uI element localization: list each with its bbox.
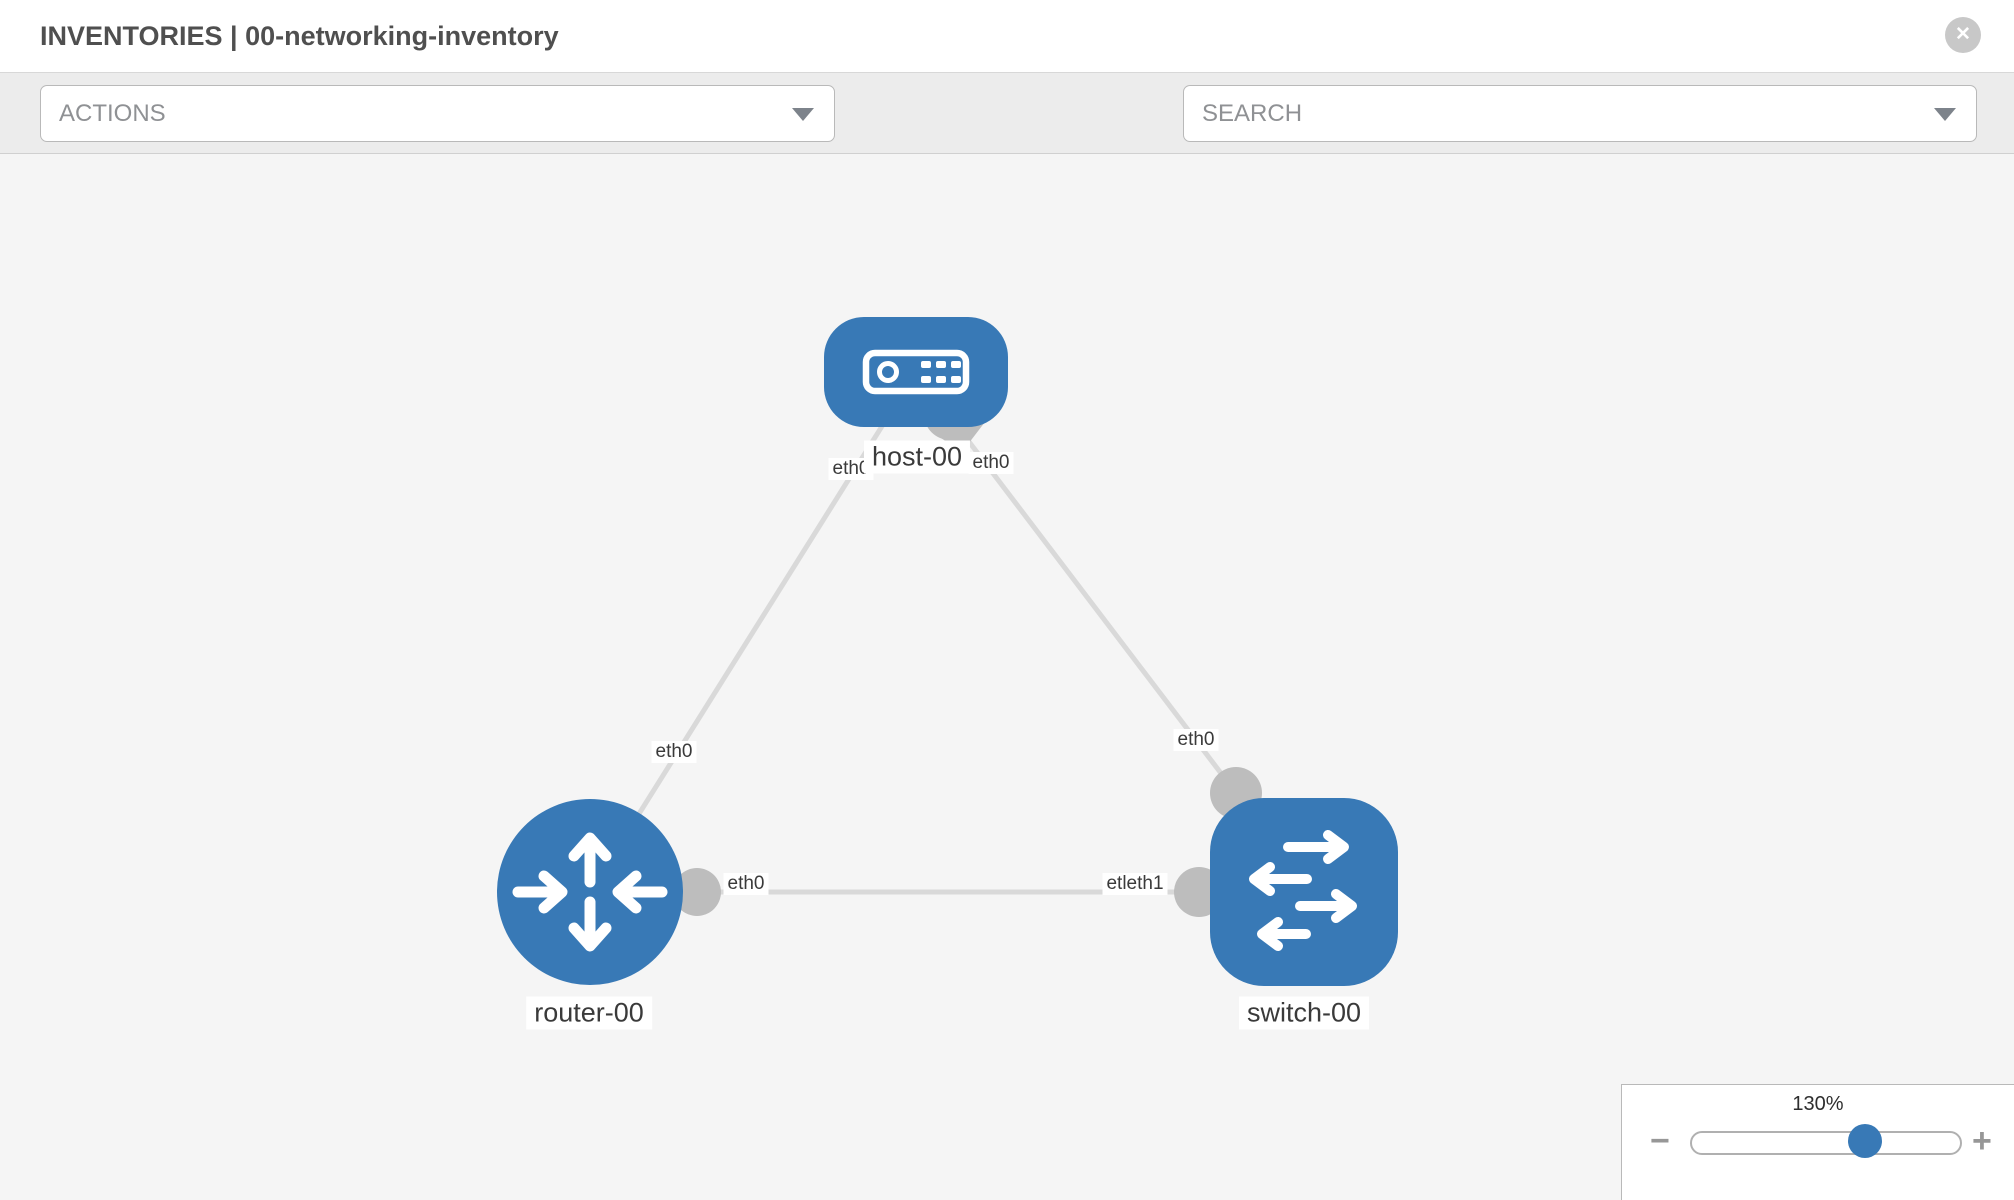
zoom-level-value: 130% (1792, 1093, 1844, 1115)
close-icon[interactable]: ✕ (1945, 17, 1981, 53)
node-host-00[interactable] (824, 317, 1008, 427)
host-icon (862, 349, 970, 395)
zoom-slider-track[interactable] (1690, 1124, 1962, 1158)
zoom-out-button[interactable]: − (1650, 1122, 1670, 1160)
actions-dropdown[interactable]: ACTIONS (40, 85, 835, 142)
port-circle (673, 868, 721, 916)
chevron-down-icon (792, 108, 814, 121)
router-icon (512, 832, 668, 952)
toolbar: ACTIONS SEARCH (0, 73, 2014, 205)
node-switch-00[interactable] (1210, 798, 1398, 986)
zoom-in-button[interactable]: + (1972, 1122, 1992, 1160)
zoom-panel: 130% − + (1621, 1084, 2014, 1200)
search-dropdown-label: SEARCH (1202, 100, 1303, 127)
switch-icon (1249, 830, 1357, 951)
actions-dropdown-label: ACTIONS (59, 100, 166, 127)
chevron-down-icon (1934, 108, 1956, 121)
topology-graph (497, 317, 1398, 986)
node-router-00[interactable] (497, 799, 683, 985)
search-dropdown[interactable]: SEARCH (1183, 85, 1977, 142)
window-header: INVENTORIES | 00-networking-inventory ✕ (0, 0, 2014, 73)
page-title: INVENTORIES | 00-networking-inventory (40, 21, 559, 51)
zoom-slider-thumb[interactable] (1847, 1124, 1882, 1158)
